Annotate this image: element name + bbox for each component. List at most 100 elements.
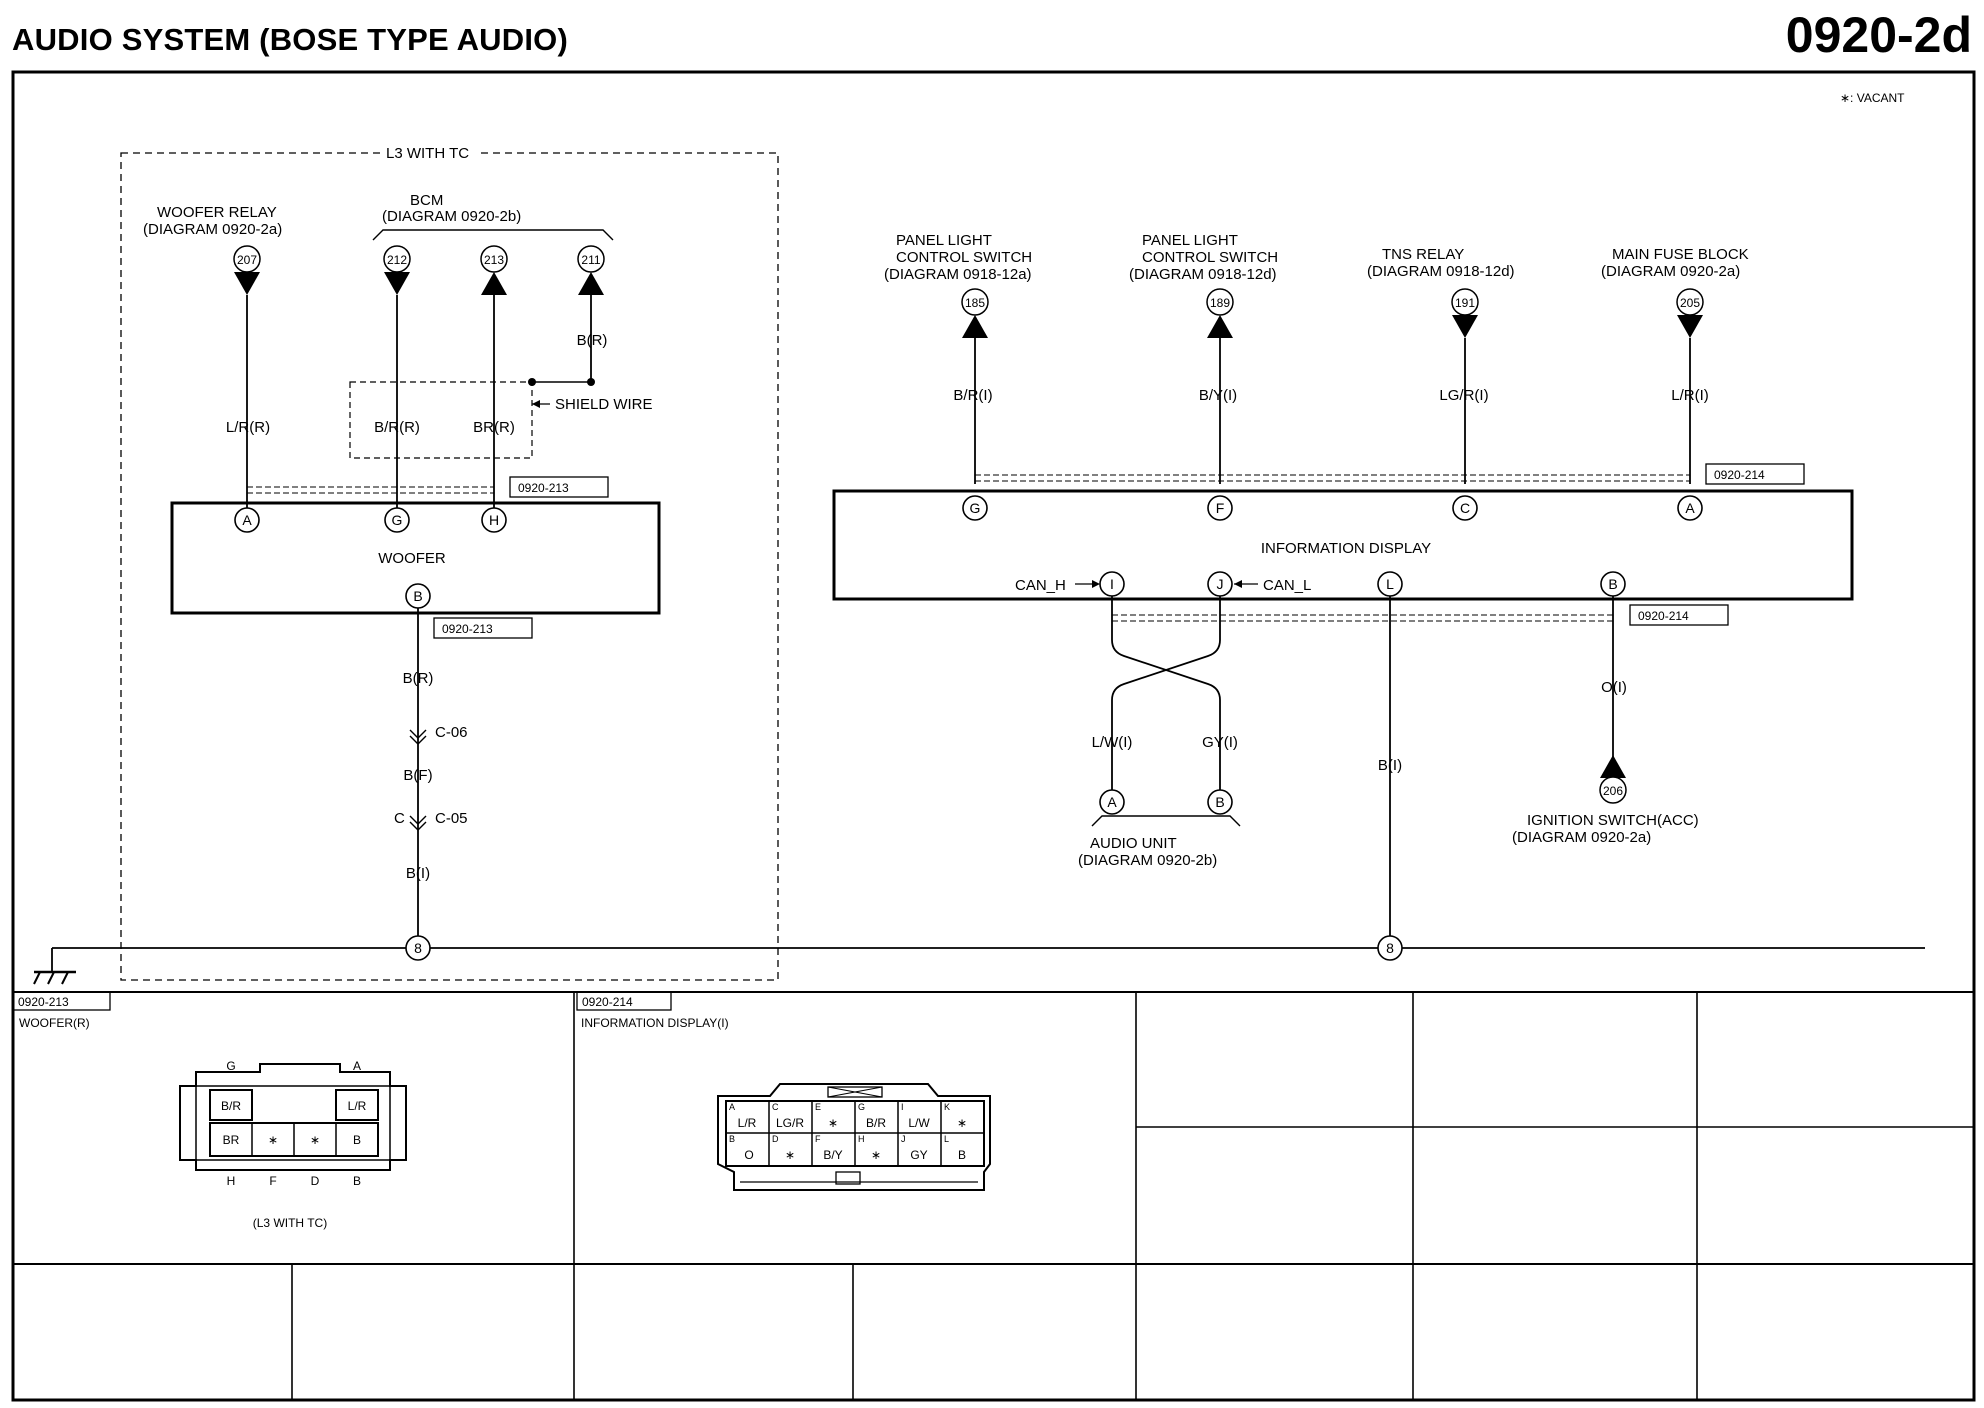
joint-c05: C-05 (435, 810, 468, 827)
svg-text:∗: ∗ (871, 1148, 881, 1162)
audio-pin-a: A (1107, 794, 1117, 810)
svg-text:A: A (242, 512, 252, 528)
wire-l-r-i: L/R(I) (1671, 387, 1709, 404)
svg-text:0920-213: 0920-213 (518, 481, 569, 495)
wire-b-i-l: B(I) (1378, 757, 1402, 774)
info-connector-tag-2 (1629, 604, 1729, 626)
ref-211: 211 (581, 253, 600, 267)
svg-text:C: C (772, 1102, 779, 1112)
svg-text:H: H (489, 512, 499, 528)
svg-text:D: D (311, 1174, 320, 1188)
info-connector-face: A C E G I K L/R LG/R ∗ B/R L/W ∗ B D F H… (717, 1083, 991, 1191)
wire-b-i-woofer: B(I) (406, 865, 430, 882)
wire-gy-i: GY(I) (1202, 734, 1238, 751)
audio-pin-b: B (1215, 794, 1224, 810)
svg-text:G: G (226, 1059, 235, 1073)
ref-213: 213 (484, 253, 504, 267)
ref-185: 185 (965, 296, 985, 310)
svg-text:B/R: B/R (221, 1099, 241, 1113)
wire-lg-r-i: LG/R(I) (1439, 387, 1488, 404)
svg-text:0920-213: 0920-213 (18, 995, 69, 1009)
svg-text:GY: GY (910, 1148, 927, 1162)
wire-br-r: B/R(R) (374, 419, 420, 436)
woofer-relay-label: WOOFER RELAY (157, 204, 277, 221)
woofer-connector-note: (L3 WITH TC) (253, 1216, 327, 1230)
information-display-box[interactable] (832, 489, 1854, 601)
info-connector-code-tag (576, 991, 672, 1011)
svg-text:TNS RELAY: TNS RELAY (1382, 246, 1464, 263)
can-h-label: CAN_H (1015, 577, 1066, 594)
svg-text:L/W: L/W (908, 1116, 930, 1130)
shield-box (349, 381, 533, 459)
ref-189: 189 (1210, 296, 1230, 310)
svg-text:J: J (1217, 576, 1224, 592)
svg-text:L/R: L/R (348, 1099, 367, 1113)
woofer-connector-code-tag (12, 991, 111, 1011)
vacant-legend: ∗: VACANT (1840, 91, 1905, 105)
wire-b-y-i: B/Y(I) (1199, 387, 1237, 404)
wire-lr-r: L/R(R) (226, 419, 270, 436)
svg-text:E: E (815, 1102, 821, 1112)
woofer-relay-diagram: (DIAGRAM 0920-2a) (143, 221, 282, 238)
shield-wire-label: SHIELD WIRE (555, 396, 653, 413)
bcm-label: BCM (410, 192, 443, 209)
svg-text:B: B (413, 588, 422, 604)
woofer-pins: A G H B (234, 507, 507, 609)
svg-text:G: G (392, 512, 403, 528)
svg-text:LG/R: LG/R (776, 1116, 804, 1130)
information-display-name: INFORMATION DISPLAY (1261, 540, 1431, 557)
svg-text:B: B (353, 1174, 361, 1188)
audio-unit-label: AUDIO UNIT (1090, 835, 1177, 852)
svg-text:J: J (901, 1134, 906, 1144)
svg-text:B: B (1608, 576, 1617, 592)
svg-text:G: G (858, 1102, 865, 1112)
joint-c06: C-06 (435, 724, 468, 741)
bcm-diagram: (DIAGRAM 0920-2b) (382, 208, 521, 225)
svg-text:∗: ∗ (268, 1133, 278, 1147)
svg-text:A: A (729, 1102, 735, 1112)
diagram-frame (11, 70, 1976, 1402)
ref-206: 206 (1603, 784, 1623, 798)
svg-text:PANEL LIGHT: PANEL LIGHT (896, 232, 992, 249)
ground-node-info: 8 (1386, 940, 1394, 956)
ground-node-woofer: 8 (414, 940, 422, 956)
woofer-connector-tag-2 (433, 617, 533, 639)
ref-191: 191 (1455, 296, 1475, 310)
wire-br-r-2: BR(R) (473, 419, 515, 436)
svg-text:0920-214: 0920-214 (1638, 609, 1689, 623)
ignition-label: IGNITION SWITCH(ACC) (1527, 812, 1699, 829)
svg-text:0920-214: 0920-214 (1714, 468, 1765, 482)
svg-text:F: F (269, 1174, 276, 1188)
ref-205: 205 (1680, 296, 1700, 310)
svg-text:F: F (1216, 500, 1225, 516)
svg-text:∗: ∗ (785, 1148, 795, 1162)
woofer-connector-tag (509, 476, 609, 498)
svg-text:0920-213: 0920-213 (442, 622, 493, 636)
svg-text:H: H (227, 1174, 236, 1188)
svg-text:C: C (1460, 500, 1470, 516)
svg-text:B/R: B/R (866, 1116, 886, 1130)
wire-b-r-i: B/R(I) (953, 387, 992, 404)
svg-text:I: I (1110, 576, 1114, 592)
woofer-box[interactable] (170, 501, 661, 615)
joint-c05-prefix: C (394, 810, 405, 827)
ignition-diagram: (DIAGRAM 0920-2a) (1512, 829, 1651, 846)
svg-text:A: A (353, 1059, 361, 1073)
source-main-fuse: MAIN FUSE BLOCK (DIAGRAM 0920-2a) (1601, 246, 1749, 280)
svg-text:B: B (729, 1134, 735, 1144)
svg-text:CONTROL SWITCH: CONTROL SWITCH (896, 249, 1032, 266)
source-tns-relay: TNS RELAY (DIAGRAM 0918-12d) (1367, 246, 1515, 280)
svg-text:(DIAGRAM 0920-2a): (DIAGRAM 0920-2a) (1601, 263, 1740, 280)
page-title: AUDIO SYSTEM (BOSE TYPE AUDIO) (12, 22, 569, 57)
svg-text:∗: ∗ (310, 1133, 320, 1147)
svg-text:I: I (901, 1102, 904, 1112)
svg-text:∗: ∗ (828, 1116, 838, 1130)
ref-207: 207 (237, 253, 257, 267)
svg-text:MAIN FUSE BLOCK: MAIN FUSE BLOCK (1612, 246, 1749, 263)
svg-text:B/Y: B/Y (823, 1148, 842, 1162)
svg-text:B: B (958, 1148, 966, 1162)
svg-text:H: H (858, 1134, 865, 1144)
svg-text:D: D (772, 1134, 779, 1144)
woofer-connector-title: WOOFER(R) (19, 1016, 90, 1030)
